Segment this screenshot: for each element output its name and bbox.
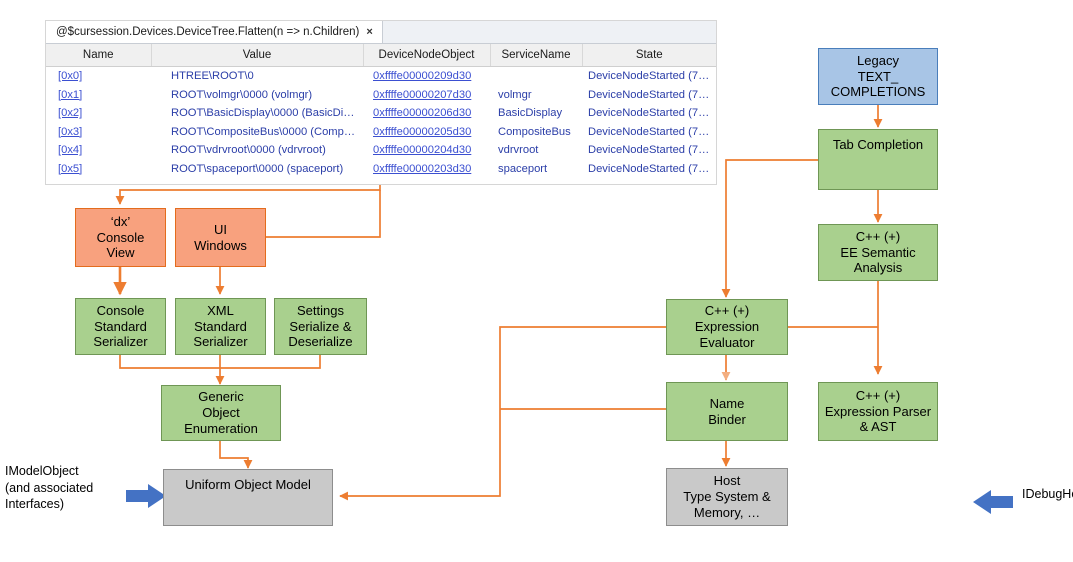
node-name-binder[interactable]: Name Binder	[666, 382, 788, 441]
row-service-name	[490, 67, 582, 86]
row-state: DeviceNodeStarted (776)	[588, 88, 715, 101]
node-expression-parser-ast[interactable]: C++ (+) Expression Parser & AST	[818, 382, 938, 441]
node-settings-serialize-deserialize[interactable]: Settings Serialize & Deserialize	[274, 298, 367, 355]
node-label: Legacy TEXT_ COMPLETIONS	[830, 52, 926, 100]
row-service-name: spaceport	[498, 162, 548, 175]
table-row[interactable]: [0x4] ROOT\vdrvroot\0000 (vdrvroot) 0xff…	[46, 141, 716, 160]
node-label: UI Windows	[194, 221, 247, 253]
row-name-link[interactable]: [0x5]	[58, 162, 83, 175]
node-label: Console Standard Serializer	[93, 302, 148, 350]
node-ui-windows[interactable]: UI Windows	[175, 208, 266, 267]
node-label: Host Type System & Memory, …	[683, 473, 771, 520]
close-icon[interactable]: ×	[366, 25, 373, 38]
node-dx-console-view[interactable]: ‘dx’ Console View	[75, 208, 166, 267]
table-row[interactable]: [0x0] HTREE\ROOT\0 0xffffe00000209d30 De…	[46, 67, 716, 86]
caption-idebughost: IDebugHost*	[1022, 487, 1073, 501]
tab-strip: @$cursession.Devices.DeviceTree.Flatten(…	[46, 21, 716, 44]
debugger-data-window: @$cursession.Devices.DeviceTree.Flatten(…	[45, 20, 717, 185]
row-object-link[interactable]: 0xffffe00000207d30	[373, 88, 472, 101]
row-service-name: vdrvroot	[498, 144, 539, 157]
node-tab-completion[interactable]: Tab Completion	[818, 129, 938, 190]
node-generic-object-enumeration[interactable]: Generic Object Enumeration	[161, 385, 281, 441]
node-expression-evaluator[interactable]: C++ (+) Expression Evaluator	[666, 299, 788, 355]
row-name-link[interactable]: [0x1]	[58, 88, 83, 101]
node-legacy-text-completions[interactable]: Legacy TEXT_ COMPLETIONS	[818, 48, 938, 105]
column-header-devicenodeobject[interactable]: DeviceNodeObject	[363, 44, 491, 67]
row-value: ROOT\vdrvroot\0000 (vdrvroot)	[171, 144, 326, 157]
row-name-link[interactable]: [0x2]	[58, 107, 83, 120]
row-state: DeviceNodeStarted (776)	[588, 125, 715, 138]
row-state: DeviceNodeStarted (776)	[588, 107, 715, 120]
row-value: ROOT\volmgr\0000 (volmgr)	[171, 88, 313, 101]
table-row[interactable]: [0x1] ROOT\volmgr\0000 (volmgr) 0xffffe0…	[46, 86, 716, 105]
row-object-link[interactable]: 0xffffe00000203d30	[373, 162, 472, 175]
node-console-standard-serializer[interactable]: Console Standard Serializer	[75, 298, 166, 355]
column-header-name[interactable]: Name	[46, 44, 152, 67]
row-service-name: volmgr	[498, 88, 532, 101]
tab-label: @$cursession.Devices.DeviceTree.Flatten(…	[56, 26, 360, 38]
row-value: ROOT\BasicDisplay\0000 (BasicDisplay)	[171, 107, 363, 120]
row-state: DeviceNodeStarted (776)	[588, 162, 715, 175]
row-value: ROOT\spaceport\0000 (spaceport)	[171, 162, 344, 175]
node-label: Name Binder	[708, 395, 746, 427]
column-header-servicename[interactable]: ServiceName	[490, 44, 583, 67]
column-header-value[interactable]: Value	[151, 44, 364, 67]
row-object-link[interactable]: 0xffffe00000209d30	[373, 70, 472, 83]
device-tree-table: Name Value DeviceNodeObject ServiceName …	[46, 44, 716, 178]
node-label: Tab Completion	[832, 137, 924, 152]
row-name-link[interactable]: [0x3]	[58, 125, 83, 138]
row-value: ROOT\CompositeBus\0000 (CompositeBus)	[171, 125, 363, 138]
row-name-link[interactable]: [0x4]	[58, 144, 83, 157]
node-label: Uniform Object Model	[185, 477, 311, 492]
row-value: HTREE\ROOT\0	[171, 70, 254, 83]
column-header-state[interactable]: State	[582, 44, 716, 67]
node-host-type-system[interactable]: Host Type System & Memory, …	[666, 468, 788, 526]
node-label: C++ (+) Expression Evaluator	[694, 303, 760, 350]
row-object-link[interactable]: 0xffffe00000206d30	[373, 107, 472, 120]
row-service-name: BasicDisplay	[498, 107, 563, 120]
tab-device-tree-query[interactable]: @$cursession.Devices.DeviceTree.Flatten(…	[46, 21, 383, 43]
caption-imodelobject: IModelObject (and associated Interfaces)	[5, 464, 94, 511]
node-uniform-object-model[interactable]: Uniform Object Model	[163, 469, 333, 526]
node-label: C++ (+) Expression Parser & AST	[824, 387, 932, 435]
row-state: DeviceNodeStarted (776)	[588, 144, 715, 157]
row-name-link[interactable]: [0x0]	[58, 70, 83, 83]
table-header-row: Name Value DeviceNodeObject ServiceName …	[46, 44, 716, 67]
table-row[interactable]: [0x3] ROOT\CompositeBus\0000 (CompositeB…	[46, 123, 716, 142]
node-label: C++ (+) EE Semantic Analysis	[840, 228, 916, 276]
row-service-name: CompositeBus	[498, 125, 571, 138]
table-row[interactable]: [0x5] ROOT\spaceport\0000 (spaceport) 0x…	[46, 160, 716, 179]
node-ee-semantic-analysis[interactable]: C++ (+) EE Semantic Analysis	[818, 224, 938, 281]
node-label: Settings Serialize & Deserialize	[288, 302, 353, 350]
row-object-link[interactable]: 0xffffe00000205d30	[373, 125, 472, 138]
table-row[interactable]: [0x2] ROOT\BasicDisplay\0000 (BasicDispl…	[46, 104, 716, 123]
row-object-link[interactable]: 0xffffe00000204d30	[373, 144, 472, 157]
node-label: XML Standard Serializer	[193, 302, 248, 350]
row-state: DeviceNodeStarted (776)	[588, 70, 715, 83]
node-label: ‘dx’ Console View	[96, 213, 145, 261]
node-label: Generic Object Enumeration	[184, 389, 258, 436]
node-xml-standard-serializer[interactable]: XML Standard Serializer	[175, 298, 266, 355]
